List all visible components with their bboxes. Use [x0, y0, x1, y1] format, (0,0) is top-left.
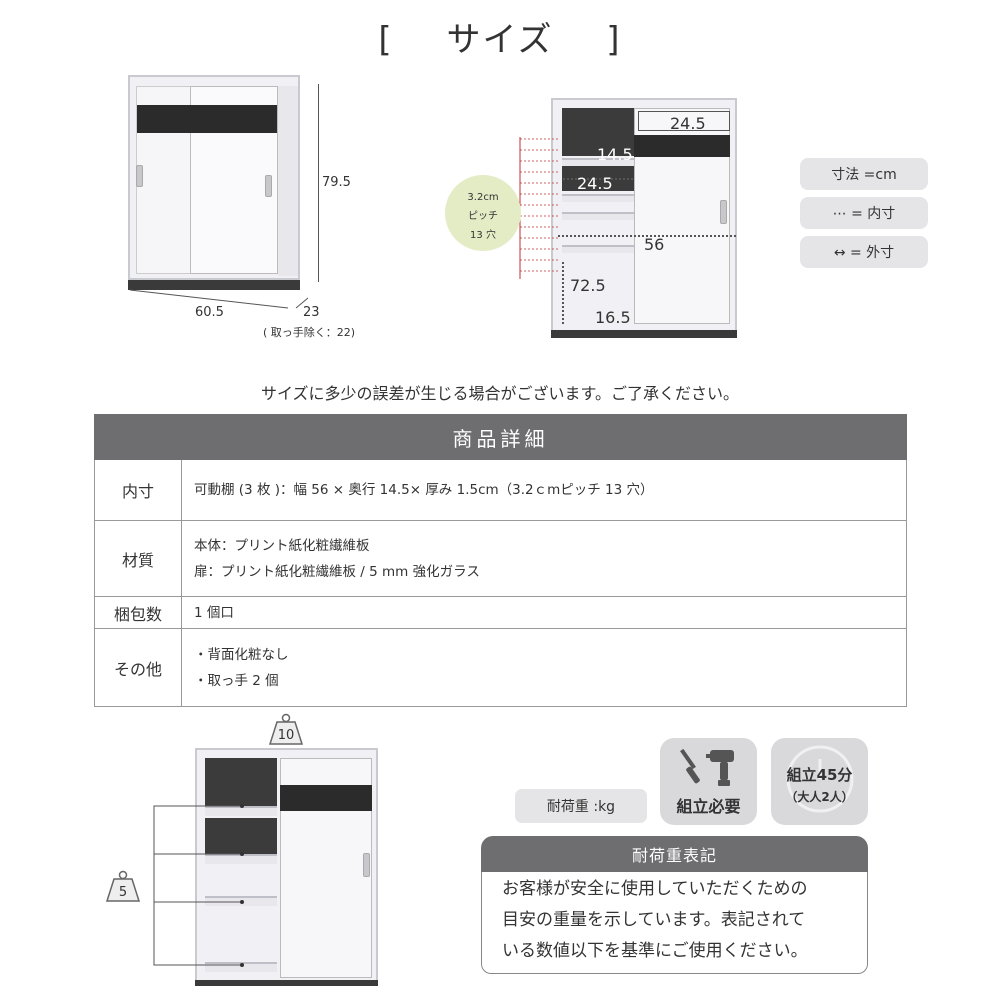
load-shelf-4 [205, 962, 277, 972]
side-panel [278, 86, 298, 276]
height-dim-line [318, 84, 319, 282]
shelf-width-dim-line [563, 178, 633, 180]
inner-dark-back [562, 108, 634, 156]
load-panel-title: 耐荷重表記 [481, 836, 868, 872]
height-dim-label: 79.5 [322, 175, 351, 190]
load-door-handle [363, 853, 370, 877]
depth-dim-note: ( 取っ手除く：22) [263, 326, 356, 339]
weight-icon [268, 713, 304, 745]
pitch-line-2: ピッチ [468, 211, 498, 222]
assembly-people-label: （大人2人） [785, 790, 854, 804]
spec-row-material: 材質 本体：プリント紙化粧繊維板 扉：プリント紙化粧繊維板 / 5 mm 強化ガ… [95, 520, 906, 596]
spec-line: 本体：プリント紙化粧繊維板 [194, 537, 370, 554]
shelf-load-guides [153, 804, 244, 967]
shelf-1 [562, 158, 634, 166]
load-panel-line: いる数値以下を基準にご使用ください。 [502, 941, 808, 961]
spec-table-header: 商品詳細 [94, 414, 907, 460]
section-title: [ サイズ ] [0, 12, 1000, 61]
load-panel-body: お客様が安全に使用していただくための 目安の重量を示しています。表記されて いる… [481, 872, 868, 974]
pitch-badge: 3.2cm ピッチ 13 穴 [445, 175, 521, 251]
depth-dim-label: 23 [303, 305, 320, 320]
spec-line: ・取っ手 2 個 [194, 672, 279, 689]
load-dark-back-2 [205, 818, 277, 854]
spec-line: 可動棚 (3 枚 )：幅 56 × 奥行 14.5× 厚み 1.5cm（3.2ｃ… [194, 482, 654, 498]
legend-outer: ↔ = 外寸 [800, 236, 928, 268]
cabinet-base [128, 280, 300, 290]
inner-door-handle [720, 200, 727, 224]
shelf-4 [562, 245, 634, 253]
shelf-2 [562, 194, 634, 202]
load-panel-line: 目安の重量を示しています。表記されて [502, 910, 806, 930]
spec-row-inner: 内寸 可動棚 (3 枚 )：幅 56 × 奥行 14.5× 厚み 1.5cm（3… [95, 460, 906, 520]
spec-value: 本体：プリント紙化粧繊維板 扉：プリント紙化粧繊維板 / 5 mm 強化ガラス [182, 521, 906, 596]
top-weight-label: 10 [277, 728, 295, 743]
inner-glass-stripe [634, 135, 730, 157]
spec-table: 内寸 可動棚 (3 枚 )：幅 56 × 奥行 14.5× 厚み 1.5cm（3… [94, 460, 907, 707]
spec-key: 梱包数 [95, 597, 182, 628]
shelf-3 [562, 212, 634, 220]
spec-key: その他 [95, 629, 182, 706]
load-glass-stripe [280, 785, 372, 811]
inner-cabinet-base [551, 330, 737, 338]
drill-screwdriver-icon [680, 748, 734, 786]
top-width-box [638, 111, 730, 131]
left-handle [136, 165, 143, 187]
glass-stripe [137, 105, 277, 133]
spec-line: 扉：プリント紙化粧繊維板 / 5 mm 強化ガラス [194, 563, 480, 580]
assembly-time-label: 組立45分 [786, 766, 853, 784]
width-dim-label: 60.5 [195, 305, 224, 320]
title-open-bracket: [ [378, 20, 394, 60]
inner-height-label: 72.5 [570, 276, 606, 295]
spec-value: 1 個口 [182, 597, 906, 628]
spec-row-packages: 梱包数 1 個口 [95, 596, 906, 628]
load-unit-pill: 耐荷重 :kg [515, 789, 647, 823]
weight-icon [105, 870, 141, 902]
assembly-required-badge: 組立必要 [660, 738, 757, 825]
inner-width-dim-line [558, 235, 736, 237]
assembly-time-badge: 組立45分 （大人2人） [771, 738, 868, 825]
pitch-line-1: 3.2cm [467, 192, 499, 203]
spec-value: ・背面化粧なし ・取っ手 2 個 [182, 629, 906, 706]
bottom-depth-label: 16.5 [595, 308, 631, 327]
assembly-required-label: 組立必要 [676, 797, 741, 816]
spec-line: ・背面化粧なし [194, 646, 289, 663]
legend-unit: 寸法 =cm [800, 158, 928, 190]
spec-line: 1 個口 [194, 604, 234, 621]
pitch-line-3: 13 穴 [470, 230, 496, 241]
spec-key: 内寸 [95, 460, 182, 520]
shelf-width-label: 24.5 [577, 174, 613, 193]
tolerance-note: サイズに多少の誤差が生じる場合がございます。ご了承ください。 [261, 384, 739, 403]
load-dark-back [205, 758, 277, 806]
shelf-depth-label: 14.5 [597, 145, 633, 164]
inner-width-label: 56 [644, 235, 665, 254]
width-dim-line [129, 289, 308, 309]
title-close-bracket: ] [606, 20, 622, 60]
inner-height-dim-line [562, 262, 564, 324]
load-cabinet-base [195, 980, 378, 986]
spec-row-other: その他 ・背面化粧なし ・取っ手 2 個 [95, 628, 906, 706]
spec-value: 可動棚 (3 枚 )：幅 56 × 奥行 14.5× 厚み 1.5cm（3.2ｃ… [182, 460, 906, 520]
top-width-label: 24.5 [670, 114, 706, 133]
load-panel-line: お客様が安全に使用していただくための [502, 879, 808, 899]
spec-key: 材質 [95, 521, 182, 596]
shelf-hole-guides [519, 137, 560, 279]
right-handle [265, 175, 272, 197]
legend-inner: ⋯ = 内寸 [800, 197, 928, 229]
clock-icon [786, 745, 854, 813]
title-text: サイズ [446, 20, 554, 60]
shelf-weight-label: 5 [118, 885, 128, 900]
